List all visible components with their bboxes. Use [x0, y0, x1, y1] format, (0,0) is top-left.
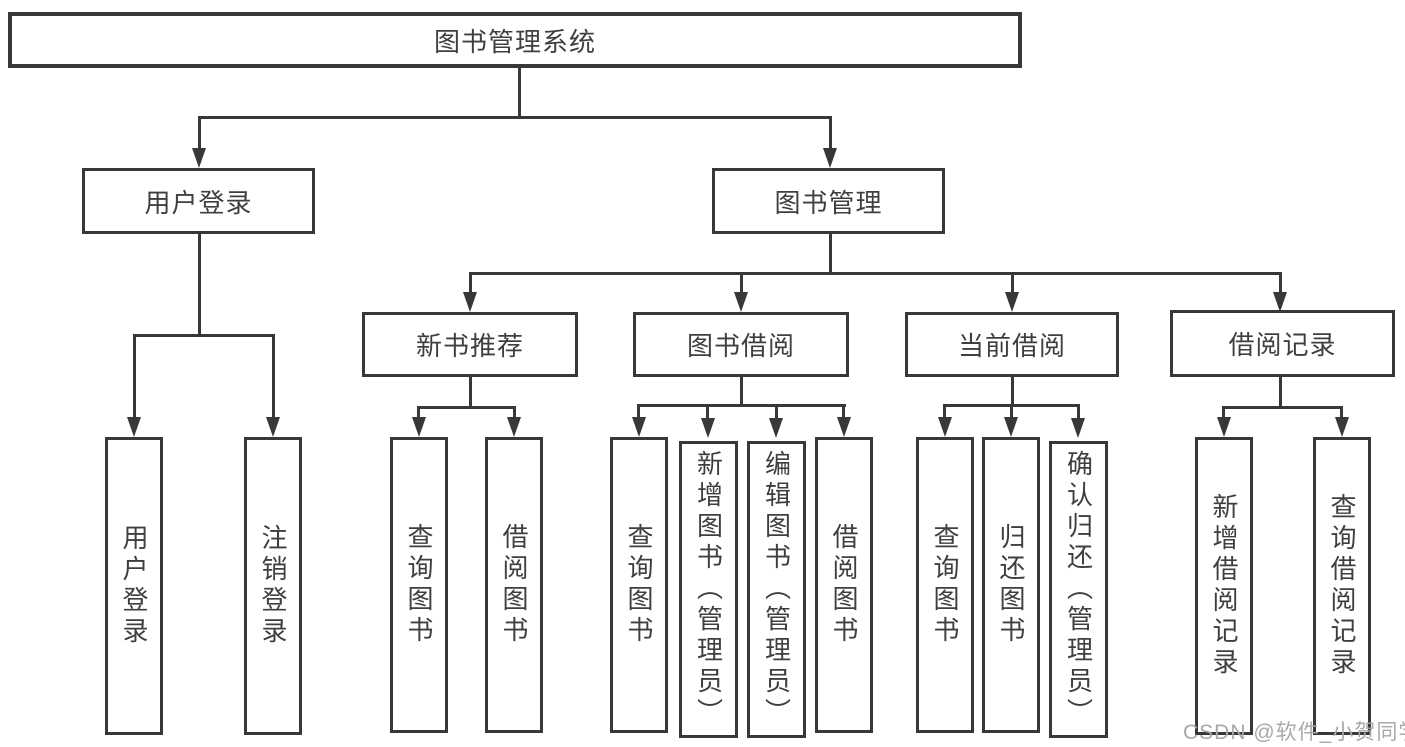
arrow-down-icon — [837, 417, 851, 437]
node-borrow-records: 借阅记录 — [1170, 310, 1395, 377]
connector-line — [513, 406, 516, 421]
node-label: 查询借阅记录 — [1327, 493, 1357, 679]
node-user-login: 用户登录 — [82, 168, 315, 234]
arrow-down-icon — [701, 418, 715, 438]
connector-line — [417, 406, 420, 421]
connector-line — [272, 334, 275, 422]
arrow-down-icon — [1005, 292, 1019, 312]
node-label: 用户登录 — [144, 187, 253, 218]
leaf-borrow-books: 借阅图书 — [815, 437, 873, 733]
node-label: 编辑图书（管理员） — [761, 450, 792, 729]
node-label: 用户登录 — [119, 524, 149, 648]
node-label: 查询图书 — [930, 523, 960, 647]
leaf-edit-book-admin: 编辑图书（管理员） — [747, 441, 806, 738]
connector-line — [706, 404, 709, 420]
node-label: 图书管理系统 — [433, 26, 596, 57]
node-label: 借阅图书 — [499, 523, 529, 647]
node-library-system: 图书管理系统 — [8, 12, 1022, 68]
leaf-logout: 注销登录 — [244, 437, 302, 735]
connector-line — [1279, 376, 1282, 409]
connector-line — [469, 272, 1282, 275]
arrow-down-icon — [734, 292, 748, 312]
node-label: 查询图书 — [404, 523, 434, 647]
connector-line — [1011, 376, 1014, 407]
leaf-add-borrow-record: 新增借阅记录 — [1195, 437, 1253, 735]
node-book-management: 图书管理 — [712, 168, 945, 234]
connector-line — [1010, 404, 1013, 420]
node-new-book-recommend: 新书推荐 — [362, 312, 578, 377]
node-current-borrow: 当前借阅 — [905, 312, 1119, 377]
node-label: 确认归还（管理员） — [1063, 450, 1094, 729]
connector-line — [775, 404, 778, 420]
leaf-query-books-current: 查询图书 — [916, 437, 974, 733]
connector-line — [198, 116, 201, 154]
connector-line — [1222, 406, 1343, 409]
node-label: 新增借阅记录 — [1209, 493, 1239, 679]
connector-line — [829, 116, 832, 154]
node-label: 图书管理 — [774, 187, 883, 218]
connector-line — [1011, 272, 1014, 296]
node-label: 注销登录 — [258, 524, 288, 648]
node-label: 图书借阅 — [686, 331, 795, 361]
connector-line — [1279, 272, 1282, 296]
connector-line — [469, 272, 472, 296]
leaf-borrow-books-recommend: 借阅图书 — [485, 437, 543, 733]
leaf-query-borrow-record: 查询借阅记录 — [1313, 437, 1371, 735]
node-label: 新增图书（管理员） — [693, 450, 724, 729]
connector-line — [637, 404, 846, 407]
connector-line — [469, 376, 472, 409]
node-label: 新书推荐 — [415, 331, 524, 361]
leaf-user-login: 用户登录 — [105, 437, 163, 735]
arrow-down-icon — [1335, 417, 1349, 437]
arrow-down-icon — [632, 417, 646, 437]
arrow-down-icon — [823, 148, 837, 168]
csdn-watermark: CSDN @软件_小贺同学 — [1183, 721, 1405, 744]
connector-line — [198, 233, 201, 337]
node-label: 借阅图书 — [829, 523, 859, 647]
arrow-down-icon — [507, 417, 521, 437]
connector-line — [842, 404, 845, 420]
connector-line — [740, 376, 743, 407]
connector-line — [637, 404, 640, 420]
leaf-query-books-recommend: 查询图书 — [390, 437, 448, 733]
leaf-query-books-borrow: 查询图书 — [610, 437, 668, 733]
leaf-return-book: 归还图书 — [982, 437, 1040, 733]
connector-line — [133, 334, 275, 337]
node-label: 查询图书 — [624, 523, 654, 647]
arrow-down-icon — [1071, 418, 1085, 438]
connector-line — [198, 116, 832, 119]
connector-line — [1222, 406, 1225, 421]
connector-line — [1340, 406, 1343, 421]
connector-line — [417, 406, 516, 409]
connector-line — [829, 233, 832, 275]
node-label: 借阅记录 — [1228, 330, 1337, 360]
arrow-down-icon — [412, 417, 426, 437]
connector-line — [740, 272, 743, 296]
arrow-down-icon — [192, 148, 206, 168]
node-label: 当前借阅 — [957, 331, 1066, 361]
leaf-confirm-return-admin: 确认归还（管理员） — [1049, 441, 1108, 738]
arrow-down-icon — [463, 292, 477, 312]
arrow-down-icon — [769, 418, 783, 438]
connector-line — [133, 334, 136, 422]
arrow-down-icon — [1217, 417, 1231, 437]
node-book-borrow: 图书借阅 — [633, 312, 849, 377]
arrow-down-icon — [938, 417, 952, 437]
connector-line — [1077, 404, 1080, 420]
leaf-add-book-admin: 新增图书（管理员） — [679, 441, 738, 738]
arrow-down-icon — [127, 417, 141, 437]
connector-line — [943, 404, 946, 420]
node-label: 归还图书 — [996, 523, 1026, 647]
connector-line — [518, 66, 521, 118]
arrow-down-icon — [266, 417, 280, 437]
arrow-down-icon — [1004, 417, 1018, 437]
arrow-down-icon — [1273, 292, 1287, 312]
